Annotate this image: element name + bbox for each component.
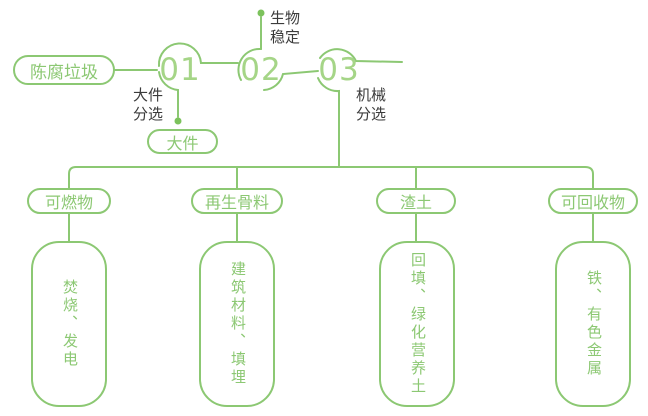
detail-box-recyclable: 铁、有色金属 [555,241,631,407]
category-pill-recycled-aggregate: 再生骨料 [191,188,283,214]
category-pill-combustible: 可燃物 [27,188,111,214]
connector-dot [257,9,265,17]
flow-line-step1-arc [157,42,239,67]
source-node: 陈腐垃圾 [13,55,115,85]
connector-dot [174,117,182,125]
detail-box-combustible: 焚烧、发电 [31,241,107,407]
detail-text-slag-soil: 回填、绿化营养土 [409,252,426,396]
flow-line-step2-left-arc [237,47,262,81]
detail-box-slag-soil: 回填、绿化营养土 [379,241,455,407]
step-number-3: 03 [318,52,360,88]
detail-box-recycled-aggregate: 建筑材料、填埋 [199,241,275,407]
distribution-line [68,166,594,189]
step-annotation-bio-stabilization: 生物 稳定 [270,10,301,46]
step-number-2: 02 [240,52,282,88]
detail-text-recycled-aggregate: 建筑材料、填埋 [229,261,246,387]
bulky-item-node: 大件 [147,129,218,154]
detail-text-recyclable: 铁、有色金属 [585,270,602,378]
category-pill-recyclable: 可回收物 [548,188,638,214]
detail-text-combustible: 焚烧、发电 [61,279,78,369]
step-annotation-mechanical-sorting: 机械 分选 [356,87,387,123]
step-number-1: 01 [159,52,201,88]
flow-line-step3-trunk [317,77,340,168]
category-pill-slag-soil: 渣土 [376,188,456,214]
step-annotation-bulky-sorting: 大件 分选 [133,87,164,123]
flow-line-step3-arc [319,48,403,63]
flow-line-step1-branch [158,71,179,118]
flow-line-step2-to-step3 [263,70,319,91]
